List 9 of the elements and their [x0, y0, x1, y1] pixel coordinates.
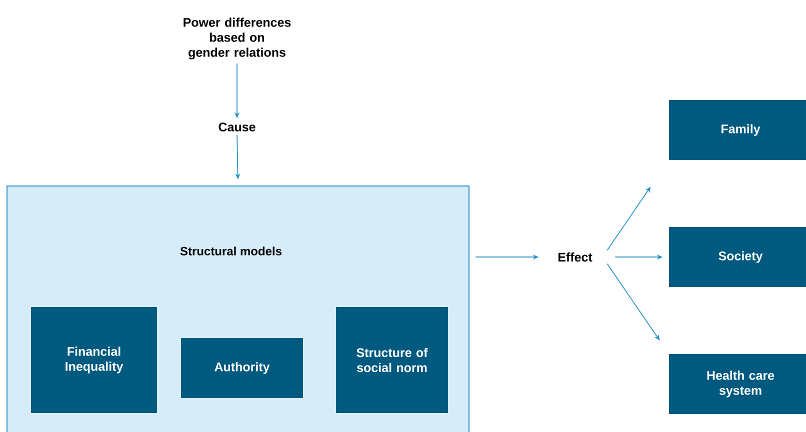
label: Cause [218, 122, 256, 132]
label-box: Family [669, 100, 806, 160]
label-box: Authority [181, 338, 303, 398]
label: Effect [558, 252, 592, 262]
label-box: Financial Inequality [31, 307, 157, 413]
label-box: Structure of social norm [336, 307, 448, 413]
label: Power differences based on gender relations [184, 18, 291, 60]
label-box: Health care system [669, 354, 806, 414]
label-box: Society [669, 227, 806, 287]
